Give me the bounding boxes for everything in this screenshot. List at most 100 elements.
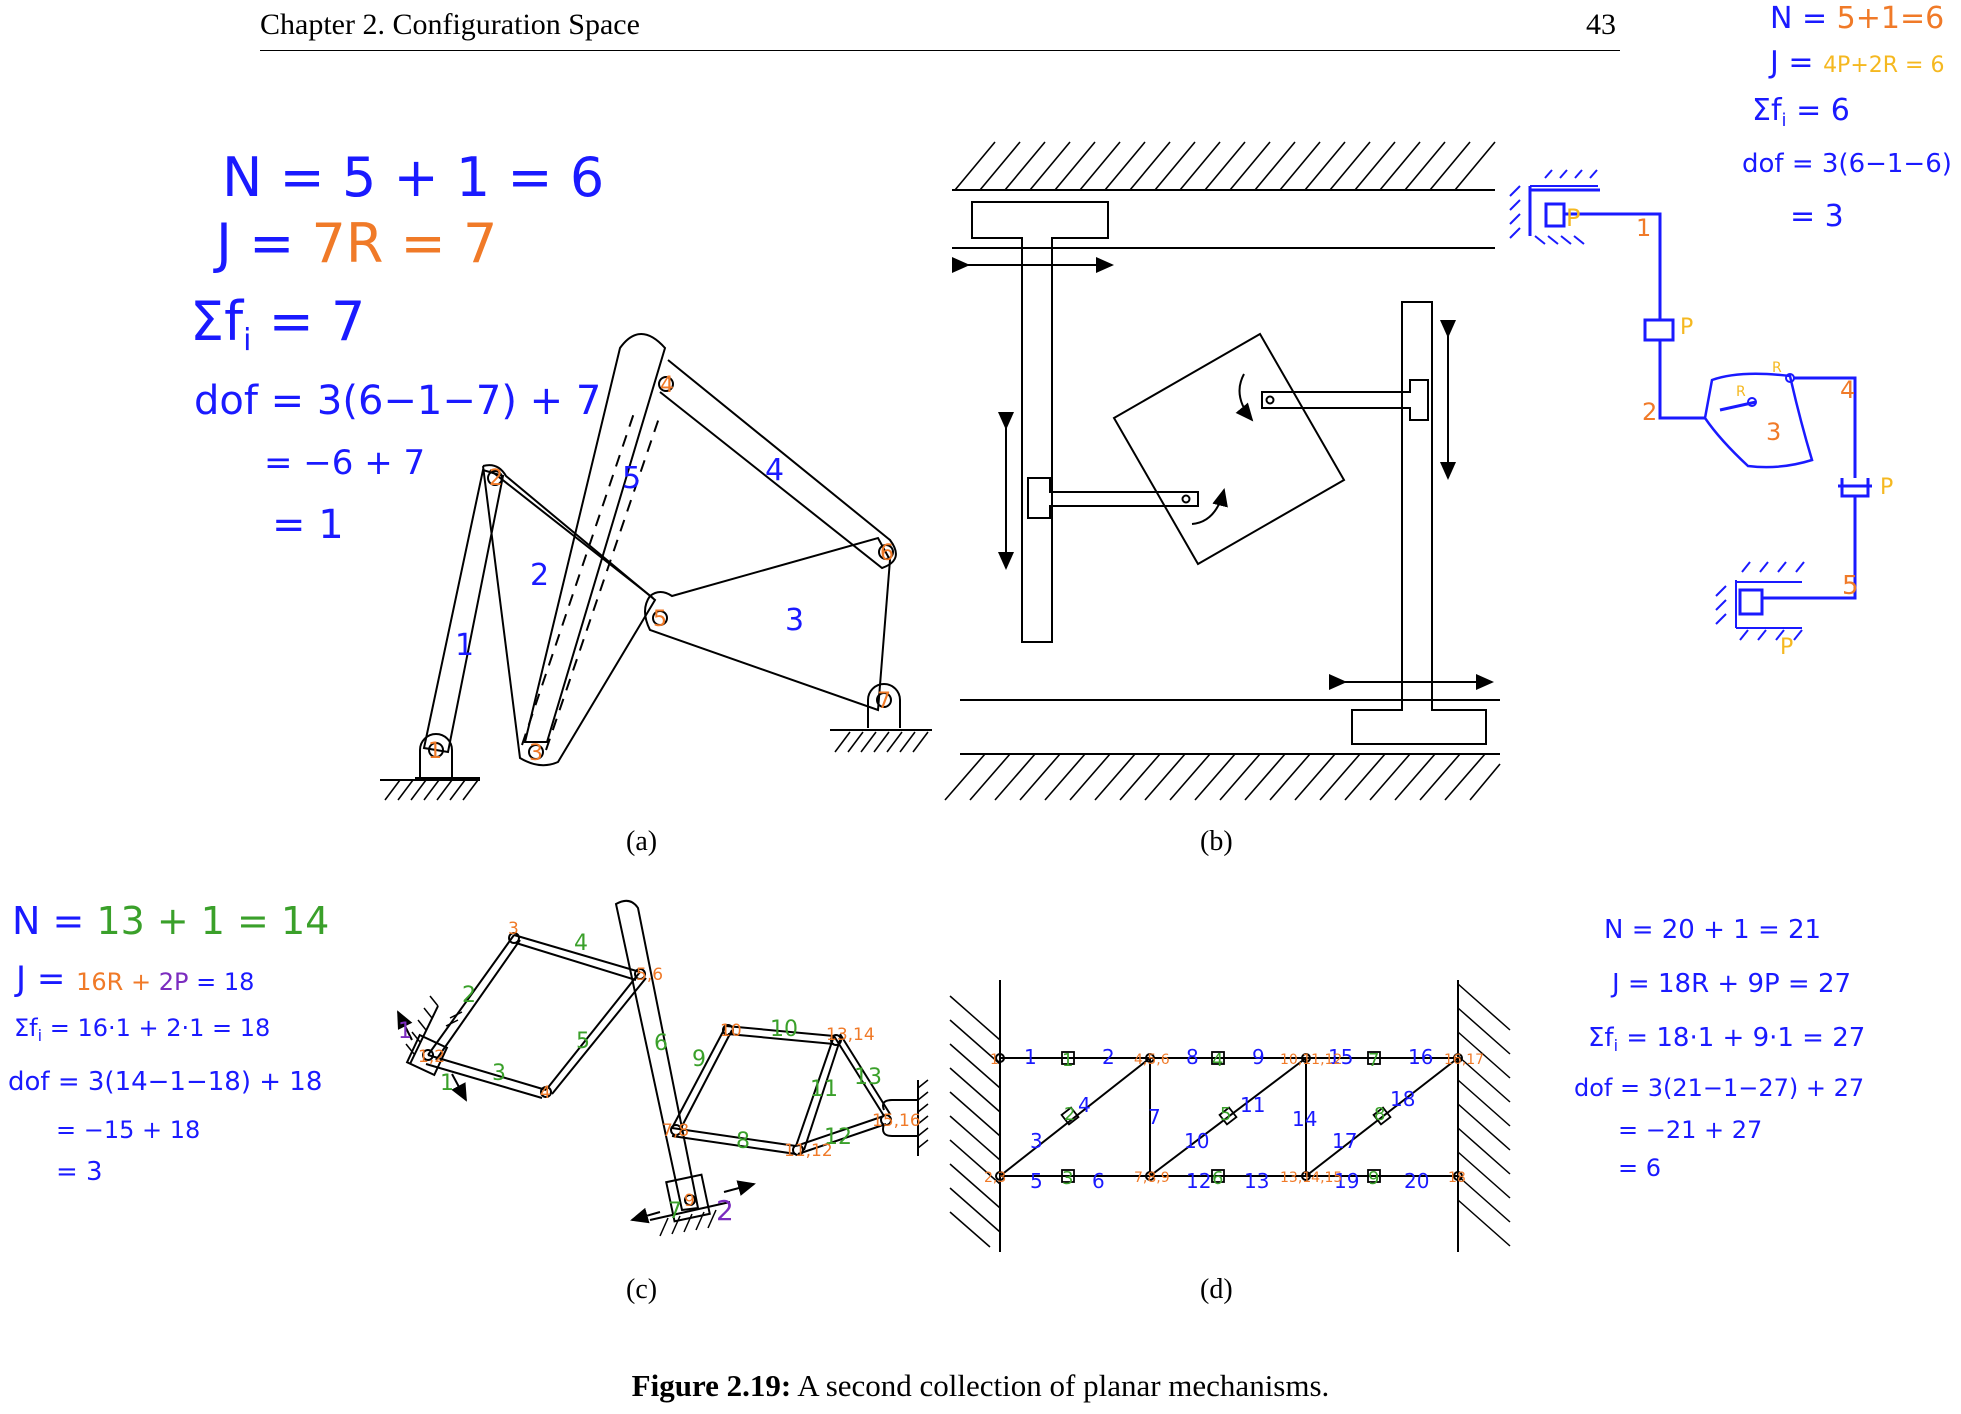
notes-d-n: N = 20 + 1 = 21 (1604, 915, 1821, 945)
link-a2 (482, 464, 657, 767)
joint-label-c2: 3 (508, 919, 519, 939)
p-label-d8: 8 (1374, 1104, 1385, 1125)
notes-a-dof3: = 1 (272, 502, 344, 548)
joint-label-d5: 10,11,12 (1280, 1052, 1342, 1068)
ground-label-c2: 2 (716, 1194, 734, 1227)
link-label-d20: 20 (1404, 1169, 1429, 1193)
joint-label-d8: 18 (1448, 1170, 1466, 1186)
notes-a-f-rest: = 7 (251, 290, 365, 353)
svg-text:Σfi = 16·1 + 2·1 = 18: Σfi = 16·1 + 2·1 = 18 (14, 1014, 270, 1045)
joint-label-a2: 2 (489, 466, 503, 491)
p-label-d1: 1 (1062, 1050, 1073, 1071)
link-label-c3: 3 (492, 1061, 506, 1086)
notes-b-j-val: 4P+2R = 6 (1823, 53, 1944, 78)
svg-text:J = 7R = 7: J = 7R = 7 (213, 212, 497, 275)
p-label-d2: 2 (1064, 1104, 1075, 1125)
joint-label-c5: 7,8 (662, 1121, 689, 1141)
chapter-title: Chapter 2. Configuration Space (260, 8, 640, 41)
p-label-d4: 4 (1212, 1050, 1223, 1071)
joint-label-a4: 4 (660, 373, 674, 398)
svg-text:Σfi = 18·1 + 9·1 = 27: Σfi = 18·1 + 9·1 = 27 (1588, 1023, 1865, 1055)
figure-caption: Figure 2.19: A second collection of plan… (0, 1368, 1961, 1404)
p-label-d5: 5 (1220, 1104, 1231, 1125)
joint-label-a5: 5 (653, 607, 667, 632)
svg-text:J = 16R + 2P = 18: J = 16R + 2P = 18 (14, 959, 254, 999)
joint-label-d1: 1 (990, 1052, 999, 1068)
slider-left-b (971, 201, 1109, 643)
notes-b-j-prefix: J = (1768, 45, 1823, 80)
caption-text: A second collection of planar mechanisms… (791, 1368, 1330, 1403)
label-b-p1: P (1566, 204, 1580, 232)
label-b-link4: 4 (1840, 376, 1855, 404)
joint-label-c9: 13,14 (826, 1025, 875, 1045)
subfigure-label-a: (a) (626, 826, 658, 857)
joint-label-a6: 6 (880, 541, 894, 566)
arm-left-b (1027, 477, 1199, 519)
mechanism-c (397, 899, 929, 1237)
notes-d-j: J = 18R + 9P = 27 (1610, 969, 1851, 999)
notes-b-n-prefix: N = (1770, 1, 1837, 36)
notes-b-f-rest: = 6 (1787, 93, 1850, 128)
link-label-c8: 8 (736, 1129, 750, 1154)
label-b-p2: P (1680, 315, 1693, 340)
notes-c-j-prefix: J = (14, 959, 76, 999)
link-label-c4: 4 (574, 931, 588, 956)
mechanism-b (944, 141, 1501, 801)
joint-label-d7: 16,17 (1444, 1052, 1484, 1068)
label-b-link2: 2 (1642, 398, 1657, 426)
link-label-d3: 3 (1030, 1129, 1043, 1153)
notes-b-dof2: = 3 (1790, 199, 1844, 234)
mechanism-a (380, 333, 932, 801)
link-label-a1: 1 (455, 628, 474, 663)
notes-c-dof2: = −15 + 18 (56, 1116, 200, 1144)
notes-c: N = 13 + 1 = 14 J = 16R + 2P = 18 Σfi = … (8, 899, 329, 1187)
notes-d: N = 20 + 1 = 21 J = 18R + 9P = 27 Σfi = … (1574, 915, 1865, 1182)
notes-d-dof1: dof = 3(21−1−27) + 27 (1574, 1074, 1864, 1102)
joint-a5 (652, 610, 668, 626)
ground-label-c1: 1 (398, 1019, 412, 1044)
link-label-d19: 19 (1334, 1169, 1359, 1193)
link-label-c7: 7 (668, 1199, 682, 1224)
p-label-d6: 6 (1212, 1168, 1223, 1189)
label-b-link5: 5 (1842, 571, 1859, 601)
link-label-a2: 2 (530, 558, 549, 593)
p-label-d3: 3 (1062, 1168, 1073, 1189)
link-label-d10: 10 (1184, 1129, 1209, 1153)
link-label-d1: 1 (1024, 1045, 1037, 1069)
notes-c-n-val: 13 + 1 = 14 (96, 899, 329, 943)
joint-label-c1: 1,2 (418, 1047, 445, 1067)
link-label-c11: 11 (810, 1077, 838, 1102)
notes-d-dof2: = −21 + 27 (1618, 1116, 1762, 1144)
notes-c-j-r: 16R + (76, 968, 159, 996)
link-label-a5: 5 (622, 461, 641, 496)
label-b-link3: 3 (1766, 418, 1781, 446)
link-label-d12: 12 (1186, 1169, 1211, 1193)
link-label-d14: 14 (1292, 1107, 1317, 1131)
p-label-d9: 9 (1368, 1168, 1379, 1189)
notes-c-f: Σf (14, 1014, 38, 1042)
link-label-d15: 15 (1328, 1045, 1353, 1069)
link-label-d17: 17 (1332, 1129, 1357, 1153)
link-a5 (523, 333, 667, 743)
joint-a4 (658, 376, 674, 392)
joint-label-c3: 4 (540, 1083, 551, 1103)
link-label-c12: 12 (824, 1125, 852, 1150)
notes-a-dof2: = −6 + 7 (264, 443, 425, 483)
link-label-c13: 13 (854, 1065, 882, 1090)
link-a1 (422, 468, 505, 754)
svg-text:N = 5+1=6: N = 5+1=6 (1770, 1, 1944, 36)
link-a3 (644, 536, 892, 712)
notes-b-dof1: dof = 3(6−1−6) + 6 (1742, 149, 1961, 179)
notes-b: N = 5+1=6 J = 4P+2R = 6 Σfi = 6 dof = 3(… (1742, 1, 1961, 234)
svg-text:J = 4P+2R = 6: J = 4P+2R = 6 (1768, 45, 1944, 80)
joint-label-a3: 3 (529, 741, 543, 766)
joint-label-c4: 5,6 (636, 965, 663, 985)
link-label-c1: 1 (440, 1071, 454, 1096)
notes-a-j-val: 7R = 7 (312, 212, 498, 275)
subfigure-label-d: (d) (1200, 1274, 1233, 1305)
notes-b-f: Σf (1752, 93, 1783, 128)
notes-a-f: Σf (190, 290, 245, 353)
notes-b-n-val: 5+1=6 (1837, 1, 1945, 36)
notes-a-dof1: dof = 3(6−1−7) + 7 (194, 378, 601, 424)
